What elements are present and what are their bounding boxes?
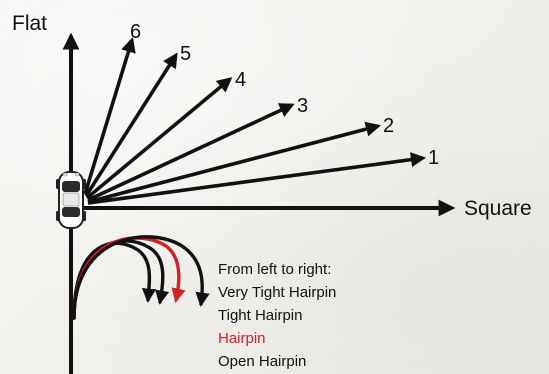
legend-heading: From left to right: <box>218 261 332 278</box>
legend-item-tight: Tight Hairpin <box>218 307 303 324</box>
hairpin-open <box>72 235 210 320</box>
legend-item-open: Open Hairpin <box>218 353 307 370</box>
ray-label-4: 4 <box>235 69 247 91</box>
legend-item-very-tight: Very Tight Hairpin <box>218 284 337 301</box>
ray-2 <box>87 121 381 204</box>
hairpin-very-tight <box>72 241 157 320</box>
angle-rays <box>83 37 426 205</box>
hairpin-legend: From left to right: Very Tight Hairpin T… <box>218 258 336 373</box>
legend-item-hairpin: Hairpin <box>218 330 266 347</box>
ray-label-5: 5 <box>180 43 192 65</box>
ray-6 <box>83 37 136 195</box>
hairpin-curves <box>72 235 210 320</box>
ray-label-3: 3 <box>297 95 309 117</box>
ray-label-2: 2 <box>383 115 395 137</box>
ray-4 <box>85 77 233 200</box>
ray-3 <box>87 103 295 202</box>
vertical-axis-label: Flat <box>12 12 48 35</box>
car-icon <box>56 171 86 229</box>
ray-label-6: 6 <box>130 21 142 43</box>
ray-label-1: 1 <box>428 147 440 169</box>
ray-1 <box>87 152 426 205</box>
horizontal-axis-label: Square <box>464 197 532 220</box>
ray-5 <box>84 52 178 197</box>
